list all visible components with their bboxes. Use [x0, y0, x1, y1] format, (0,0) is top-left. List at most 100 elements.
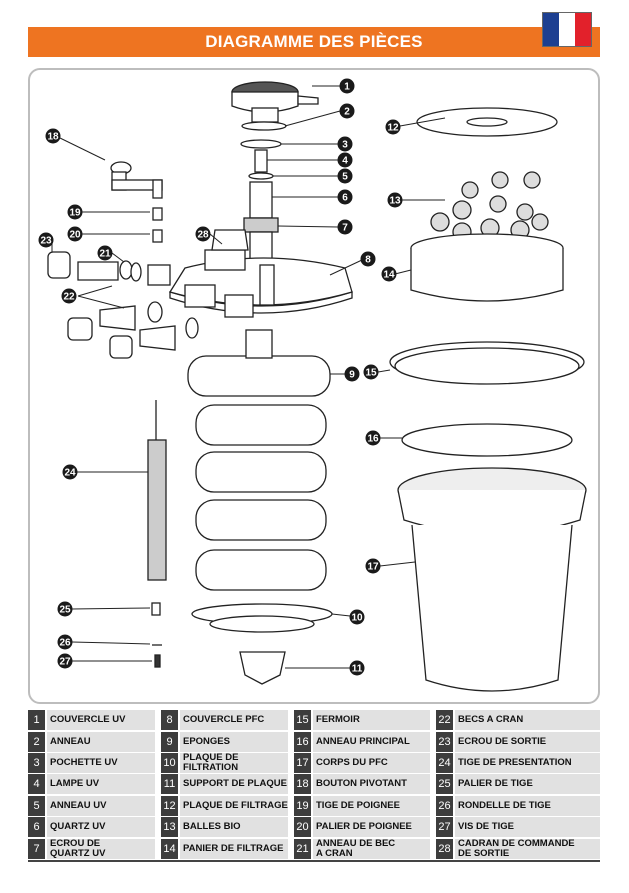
part-name: COUVERCLE PFC: [180, 710, 288, 730]
callout-number: 23: [40, 236, 52, 247]
part-number: 22: [436, 710, 453, 730]
stem-bearing-drawing: [151, 602, 161, 616]
flag-white-stripe: [559, 13, 575, 46]
callout-number: 26: [59, 638, 71, 649]
callout-17: 17: [365, 558, 381, 574]
handle-bearing-drawing: [152, 229, 163, 243]
main-ring-drawing: [401, 423, 573, 457]
display-stem-drawing: [147, 400, 167, 581]
callout-10: 10: [349, 609, 365, 625]
pfc-body-drawing: [397, 467, 587, 692]
callout-number: 22: [63, 292, 75, 303]
filtering-plate-drawing: [416, 107, 558, 137]
part-number: 28: [436, 839, 453, 859]
callout-15: 15: [363, 364, 379, 380]
french-flag-icon: [542, 12, 592, 47]
stem-screw-drawing: [154, 654, 161, 668]
callout-19: 19: [67, 204, 83, 220]
part-number: 19: [294, 796, 311, 816]
uv-quartz-drawing: [249, 181, 273, 219]
part-number: 27: [436, 817, 453, 837]
callout-20: 20: [67, 226, 83, 242]
handle-stem-drawing: [152, 207, 163, 221]
callout-number: 21: [99, 249, 111, 260]
callout-7: 7: [337, 219, 353, 235]
part-name: PALIER DE TIGE: [455, 774, 600, 794]
callout-6: 6: [337, 189, 353, 205]
callout-number: 5: [342, 172, 348, 183]
callout-number: 24: [64, 468, 76, 479]
callout-number: 4: [342, 156, 348, 167]
outlet-nut-drawing: [47, 251, 71, 279]
title-bar: DIAGRAMME DES PIÈCES: [28, 27, 600, 57]
part-name: VIS DE TIGE: [455, 817, 600, 837]
clasp-drawing: [389, 341, 585, 385]
part-number: 6: [28, 817, 45, 837]
callout-26: 26: [57, 634, 73, 650]
part-name: PLAQUE DE FILTRATION: [180, 753, 288, 773]
bottom-divider: [28, 860, 600, 862]
part-number: 26: [436, 796, 453, 816]
part-number: 9: [161, 732, 178, 752]
part-number: 7: [28, 839, 45, 859]
uv-lamp-drawing: [254, 149, 268, 173]
part-number: 5: [28, 796, 45, 816]
part-number: 8: [161, 710, 178, 730]
callout-number: 13: [389, 196, 401, 207]
part-name: EPONGES: [180, 732, 288, 752]
part-name: POCHETTE UV: [47, 753, 155, 773]
callout-4: 4: [337, 152, 353, 168]
page-title: DIAGRAMME DES PIÈCES: [205, 32, 423, 51]
pfc-cover-drawing: [147, 229, 353, 318]
callout-9: 9: [344, 366, 360, 382]
callout-22: 22: [61, 288, 77, 304]
part-number: 14: [161, 839, 178, 859]
part-number: 10: [161, 753, 178, 773]
part-number: 2: [28, 732, 45, 752]
callout-11: 11: [349, 660, 365, 676]
callout-16: 16: [365, 430, 381, 446]
part-number: 23: [436, 732, 453, 752]
callout-number: 27: [59, 657, 71, 668]
filter-plate-drawing: [191, 603, 333, 633]
part-number: 20: [294, 817, 311, 837]
callout-number: 11: [352, 664, 363, 675]
part-name: ANNEAU DE BEC A CRAN: [313, 839, 430, 859]
part-number: 15: [294, 710, 311, 730]
callout-number: 18: [47, 132, 59, 143]
part-number: 1: [28, 710, 45, 730]
callout-number: 10: [351, 613, 363, 624]
plate-support-drawing: [239, 651, 286, 685]
uv-sleeve-drawing: [240, 139, 282, 149]
flag-blue-stripe: [543, 13, 559, 46]
part-name: ANNEAU: [47, 732, 155, 752]
filter-basket-drawing: [410, 233, 564, 302]
uv-ring-drawing: [248, 172, 274, 180]
callout-14: 14: [381, 266, 397, 282]
part-name: ECROU DE QUARTZ UV: [47, 839, 155, 859]
flag-red-stripe: [575, 13, 591, 46]
part-name: CORPS DU PFC: [313, 753, 430, 773]
callout-8: 8: [360, 251, 376, 267]
part-number: 17: [294, 753, 311, 773]
part-number: 21: [294, 839, 311, 859]
part-name: PANIER DE FILTRAGE: [180, 839, 288, 859]
part-name: SUPPORT DE PLAQUE: [180, 774, 288, 794]
part-name: ANNEAU PRINCIPAL: [313, 732, 430, 752]
